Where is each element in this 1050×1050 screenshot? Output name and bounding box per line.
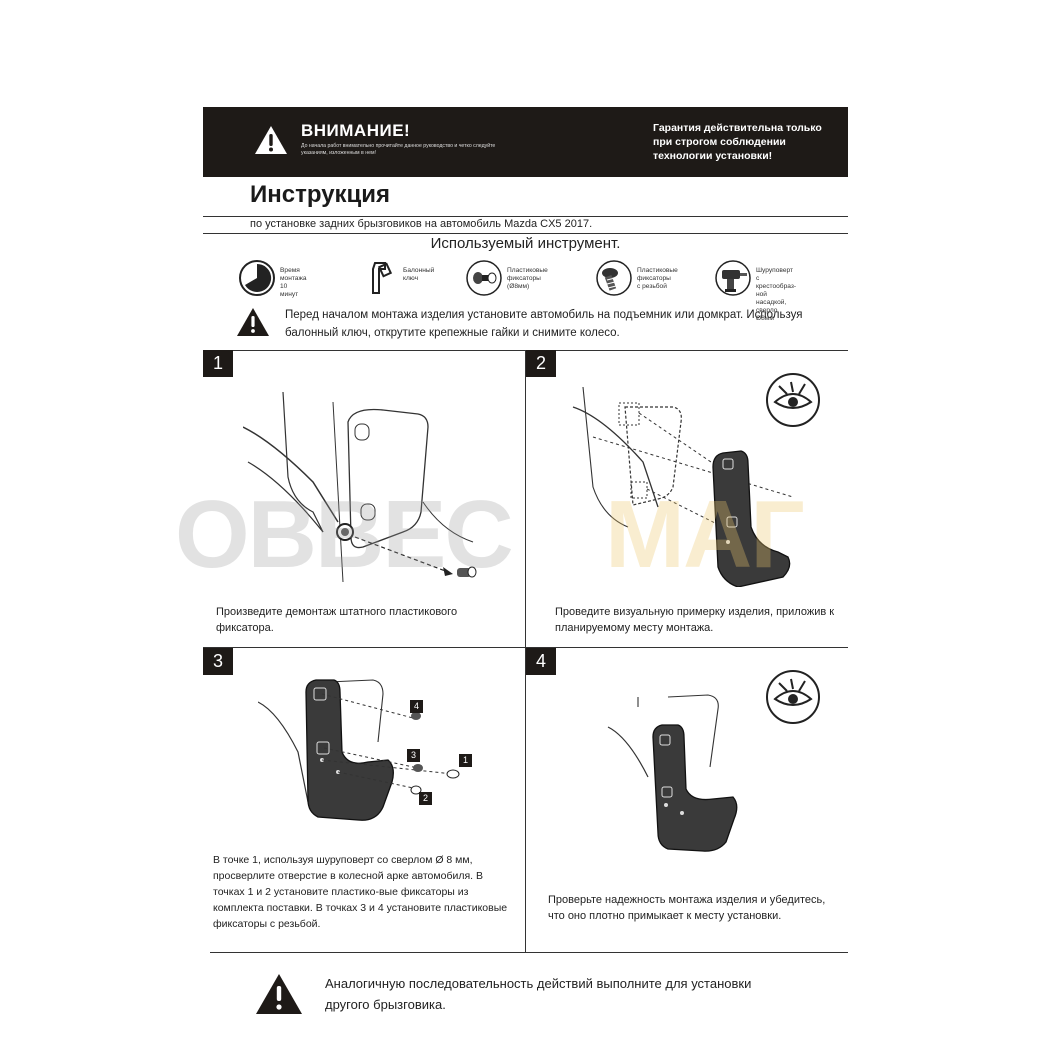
plastic-fixer-icon [466, 260, 502, 296]
subtitle-divider [203, 233, 848, 234]
warning-title: ВНИМАНИЕ! [301, 121, 411, 140]
marker-1: 1 [459, 754, 472, 767]
marker-4: 4 [410, 700, 423, 713]
step-2-illustration [572, 386, 794, 587]
drill-icon [715, 260, 751, 296]
guarantee-note: Гарантия действительна только при строго… [653, 122, 822, 162]
grid-line [525, 350, 526, 952]
grid-line [210, 952, 848, 953]
title-divider [203, 216, 848, 217]
document-subtitle: по установке задних брызговиков на автом… [250, 218, 593, 230]
tools-title: Используемый инструмент. [430, 235, 621, 252]
step-caption: В точке 1, используя шуруповерт со сверл… [213, 854, 508, 930]
step-number: 1 [203, 350, 233, 377]
clock-icon [239, 260, 275, 296]
pre-installation-note: Перед началом монтажа изделия установите… [285, 309, 803, 339]
step-3-illustration [258, 679, 460, 821]
marker-2: 2 [419, 792, 432, 805]
step-caption: Проверьте надежность монтажа изделия и у… [548, 894, 826, 922]
screw-fixer-icon [596, 260, 632, 296]
warning-triangle-icon [237, 308, 269, 336]
warning-subtitle: До начала работ внимательно прочитайте д… [301, 143, 496, 156]
warning-triangle-icon [256, 974, 302, 1014]
marker-3: 3 [407, 749, 420, 762]
visual-check-icon [766, 373, 820, 427]
bottom-note: Аналогичную последовательность действий … [325, 976, 752, 1012]
step-4-illustration [607, 694, 738, 852]
warning-header: ВНИМАНИЕ! До начала работ внимательно пр… [203, 107, 848, 177]
step-number: 2 [526, 350, 556, 377]
tool-label: Балонный ключ [403, 267, 435, 282]
visual-check-icon [766, 670, 820, 724]
step-caption: Произведите демонтаж штатного пластиково… [216, 606, 458, 634]
step-1-illustration [243, 391, 477, 582]
step-number: 4 [526, 648, 556, 675]
tool-label: Пластиковые фиксаторы с резьбой [637, 267, 678, 290]
tool-label: Шуруповерт с крестообраз- ной насадкой, … [756, 267, 797, 322]
wrench-icon [372, 262, 393, 294]
document-title: Инструкция [250, 181, 391, 208]
warning-triangle-icon [255, 126, 287, 154]
step-number: 3 [203, 648, 233, 675]
step-caption: Проведите визуальную примерку изделия, п… [555, 606, 835, 634]
tool-label: Время монтажа 10 минут [280, 267, 307, 298]
instruction-sheet: ВНИМАНИЕ! До начала работ внимательно пр… [203, 107, 848, 1042]
tool-label: Пластиковые фиксаторы (Ø8мм) [507, 267, 548, 290]
